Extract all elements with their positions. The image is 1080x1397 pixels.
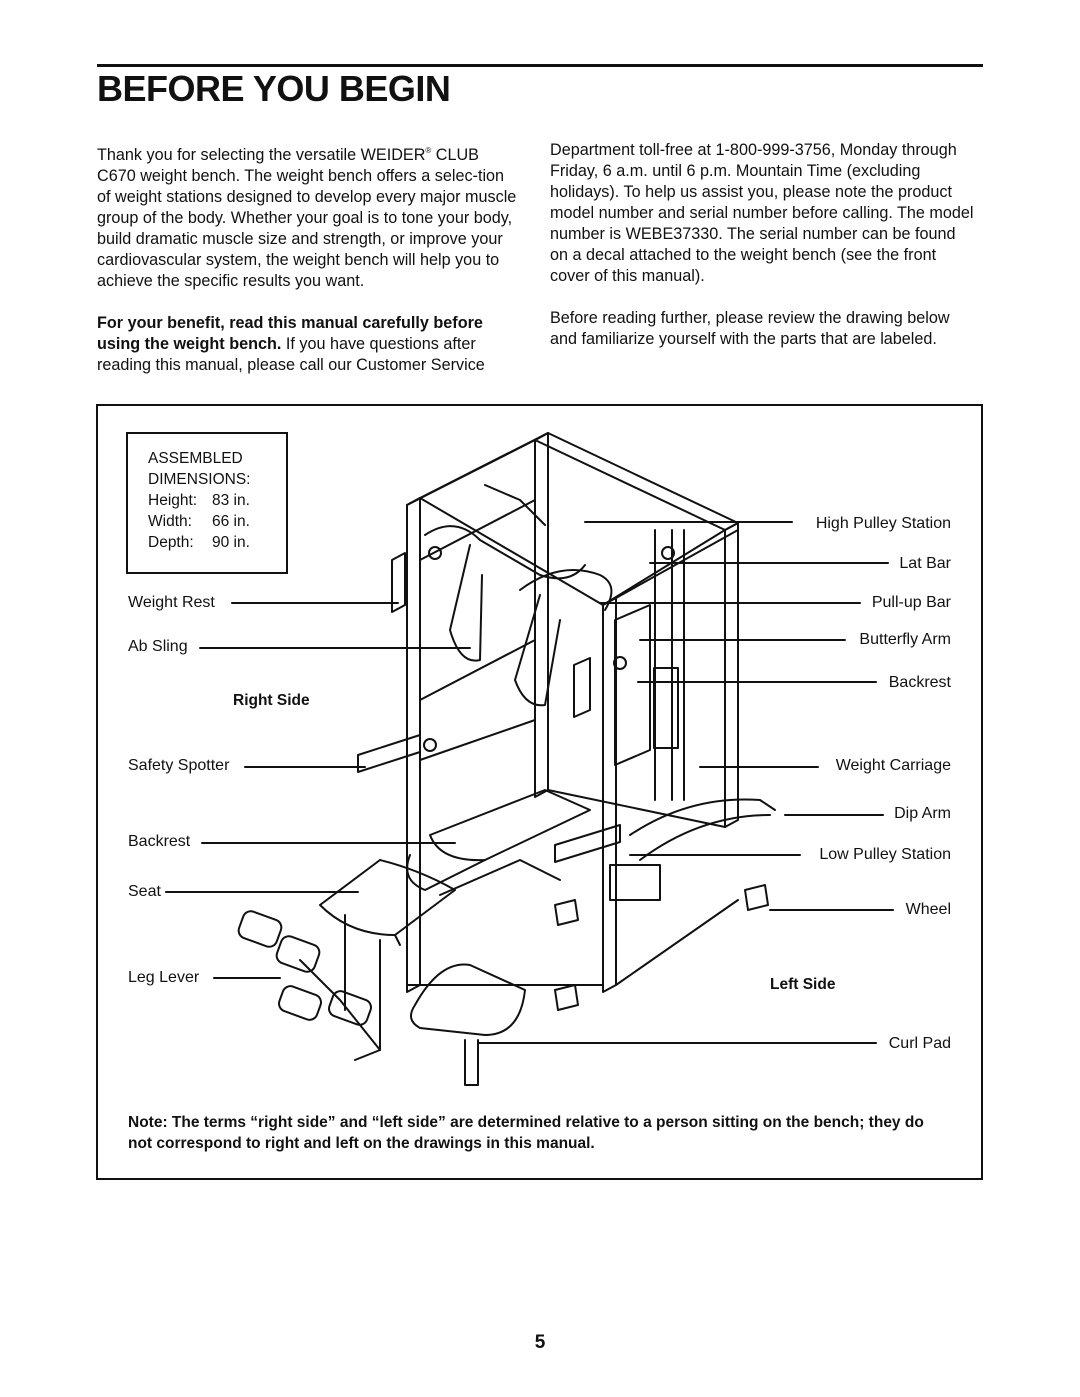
intro-paragraph-3: Before reading further, please review th…: [550, 309, 950, 348]
header-rule: [97, 64, 983, 67]
label-ab-sling: Ab Sling: [128, 638, 188, 655]
label-seat: Seat: [128, 883, 161, 900]
label-weight-rest: Weight Rest: [128, 594, 215, 611]
label-dip-arm: Dip Arm: [894, 805, 951, 822]
label-backrest-left: Backrest: [128, 833, 191, 850]
label-right-side: Right Side: [233, 692, 310, 709]
assembled-dimensions-box: ASSEMBLED DIMENSIONS: Height: 83 in. Widt…: [126, 432, 288, 574]
intro-column-right: For your benefit, read this manual caref…: [550, 140, 975, 371]
intro-paragraph-2-continued: For your benefit, read this manual caref…: [550, 140, 975, 287]
intro-p1-rest: CLUB C670 weight bench. The weight bench…: [97, 146, 517, 290]
dimension-value: 66 in.: [212, 513, 250, 530]
label-low-pulley-station: Low Pulley Station: [819, 846, 951, 863]
parts-figure-frame: [96, 404, 983, 1180]
dimension-row: Height: 83 in.: [148, 490, 286, 511]
label-weight-carriage: Weight Carriage: [835, 757, 951, 774]
intro-p2-rest: If you have questions after reading this…: [97, 335, 485, 374]
label-curl-pad: Curl Pad: [888, 1035, 951, 1052]
dimensions-heading-2: DIMENSIONS:: [148, 471, 251, 488]
label-high-pulley-station: High Pulley Station: [815, 515, 951, 532]
dimension-label: Width:: [148, 513, 192, 530]
intro-paragraph-1: Thank you for selecting the versatile WE…: [97, 140, 522, 292]
label-backrest-right: Backrest: [888, 674, 951, 691]
label-safety-spotter: Safety Spotter: [128, 757, 230, 774]
registered-mark: ®: [425, 146, 432, 155]
dimension-row: Width: 66 in.: [148, 511, 286, 532]
page-title: BEFORE YOU BEGIN: [97, 68, 451, 109]
intro-p1-start: Thank you for selecting the versatile WE…: [97, 146, 426, 164]
page-number: 5: [534, 1332, 546, 1353]
dimension-label: Depth:: [148, 534, 194, 551]
label-pull-up-bar: Pull-up Bar: [871, 594, 951, 611]
intro-column-left: Thank you for selecting the versatile WE…: [97, 140, 522, 397]
intro-p2-bold: For your benefit, read this manual caref…: [97, 314, 483, 353]
dimension-label: Height:: [148, 492, 198, 509]
label-left-side: Left Side: [770, 976, 836, 993]
dimension-value: 90 in.: [212, 534, 250, 551]
label-butterfly-arm: Butterfly Arm: [859, 631, 951, 648]
intro-paragraph-2: For your benefit, read this manual caref…: [97, 313, 522, 376]
label-lat-bar: Lat Bar: [899, 555, 951, 572]
sides-note: Note: The terms “right side” and “left s…: [128, 1114, 924, 1152]
dimension-row: Depth: 90 in.: [148, 532, 286, 553]
dimension-value: 83 in.: [212, 492, 250, 509]
label-wheel: Wheel: [905, 901, 951, 918]
label-leg-lever: Leg Lever: [128, 969, 200, 986]
dimensions-heading-1: ASSEMBLED: [148, 450, 243, 467]
intro-p2-continued: For your benefit, read this manual caref…: [550, 141, 974, 285]
